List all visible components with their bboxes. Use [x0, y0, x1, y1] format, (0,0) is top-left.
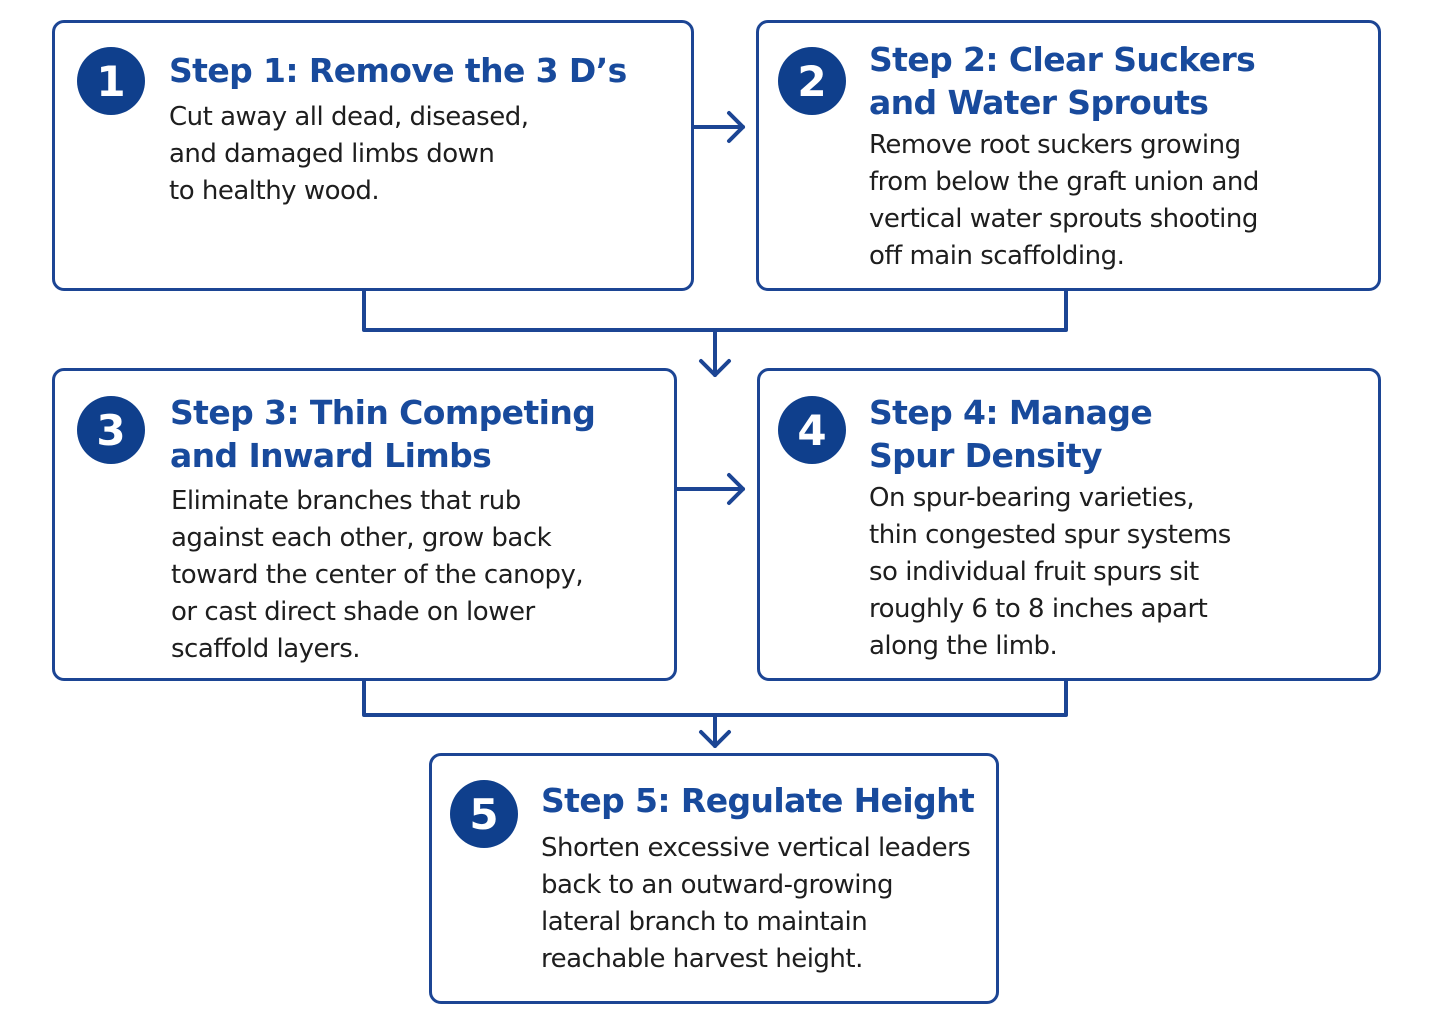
- step-number-badge-5: 5: [450, 780, 518, 848]
- step-description-2: Remove root suckers growing from below t…: [869, 130, 1259, 271]
- step-number-badge-2: 2: [778, 47, 846, 115]
- step-title-3: Step 3: Thin Competing and Inward Limbs: [170, 393, 596, 475]
- step-card-2: [756, 20, 1381, 291]
- step-number-badge-3: 3: [77, 396, 145, 464]
- arrow-step1-to-step2: [692, 111, 745, 143]
- step-description-4: On spur-bearing varieties, thin congeste…: [869, 483, 1231, 661]
- step-number-badge-1: 1: [77, 47, 145, 115]
- step-description-3: Eliminate branches that rub against each…: [171, 486, 584, 664]
- step-description-1: Cut away all dead, diseased, and damaged…: [169, 102, 529, 206]
- step-title-4: Step 4: Manage Spur Density: [869, 393, 1153, 475]
- step-number-badge-4: 4: [778, 396, 846, 464]
- connector-row1-to-row2: [362, 289, 1068, 377]
- step-card-3: [52, 368, 677, 681]
- step-description-5: Shorten excessive vertical leaders back …: [541, 833, 971, 974]
- step-title-2: Step 2: Clear Suckers and Water Sprouts: [869, 40, 1256, 122]
- arrow-step3-to-step4: [675, 473, 745, 505]
- step-title-5: Step 5: Regulate Height: [541, 781, 975, 820]
- connector-row2-to-step5: [362, 679, 1068, 748]
- step-card-5: [429, 753, 999, 1004]
- step-card-4: [757, 368, 1381, 681]
- step-card-1: [52, 20, 694, 291]
- step-title-1: Step 1: Remove the 3 D’s: [169, 51, 627, 90]
